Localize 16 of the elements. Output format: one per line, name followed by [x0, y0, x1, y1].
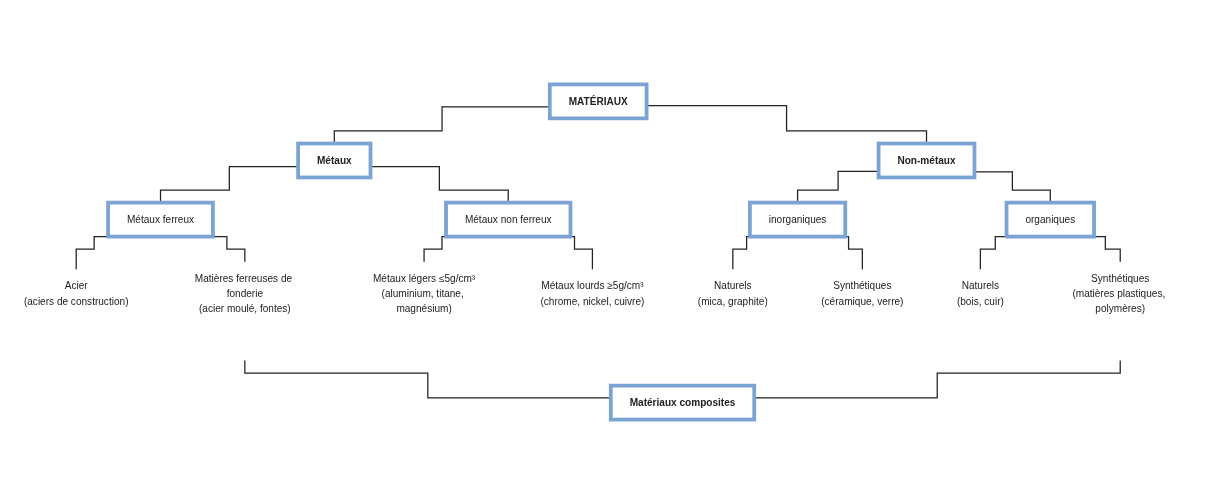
- node-box: Non-métaux: [876, 141, 977, 180]
- node-text: Acier (aciers de construction): [23, 280, 129, 307]
- node-text: Synthétiques (matières plastiques, polymères): [1072, 273, 1166, 314]
- node-box: Matériaux composites: [608, 383, 757, 422]
- node-box: organiques: [1004, 200, 1096, 239]
- node-box: Métaux non ferreux: [444, 200, 573, 239]
- node-text: Naturels (bois, cuir): [956, 280, 1004, 307]
- node-box: MATÉRIAUX: [547, 82, 649, 121]
- node-box: Métaux: [296, 141, 373, 180]
- node-text: Métaux légers ≤5g/cm³ (aluminium, titane, magnésium): [372, 273, 476, 314]
- node-box: inorganiques: [748, 200, 848, 239]
- node-text: Naturels (mica, graphite): [697, 280, 768, 307]
- node-text: Matières ferreuses de fonderie (acier moulé, fontes): [194, 273, 293, 314]
- node-box: Métaux ferreux: [106, 200, 215, 239]
- node-text: Métaux lourds ≥5g/cm³ (chrome, nickel, cuivre): [540, 280, 645, 307]
- node-text: Synthétiques (céramique, verre): [821, 280, 904, 307]
